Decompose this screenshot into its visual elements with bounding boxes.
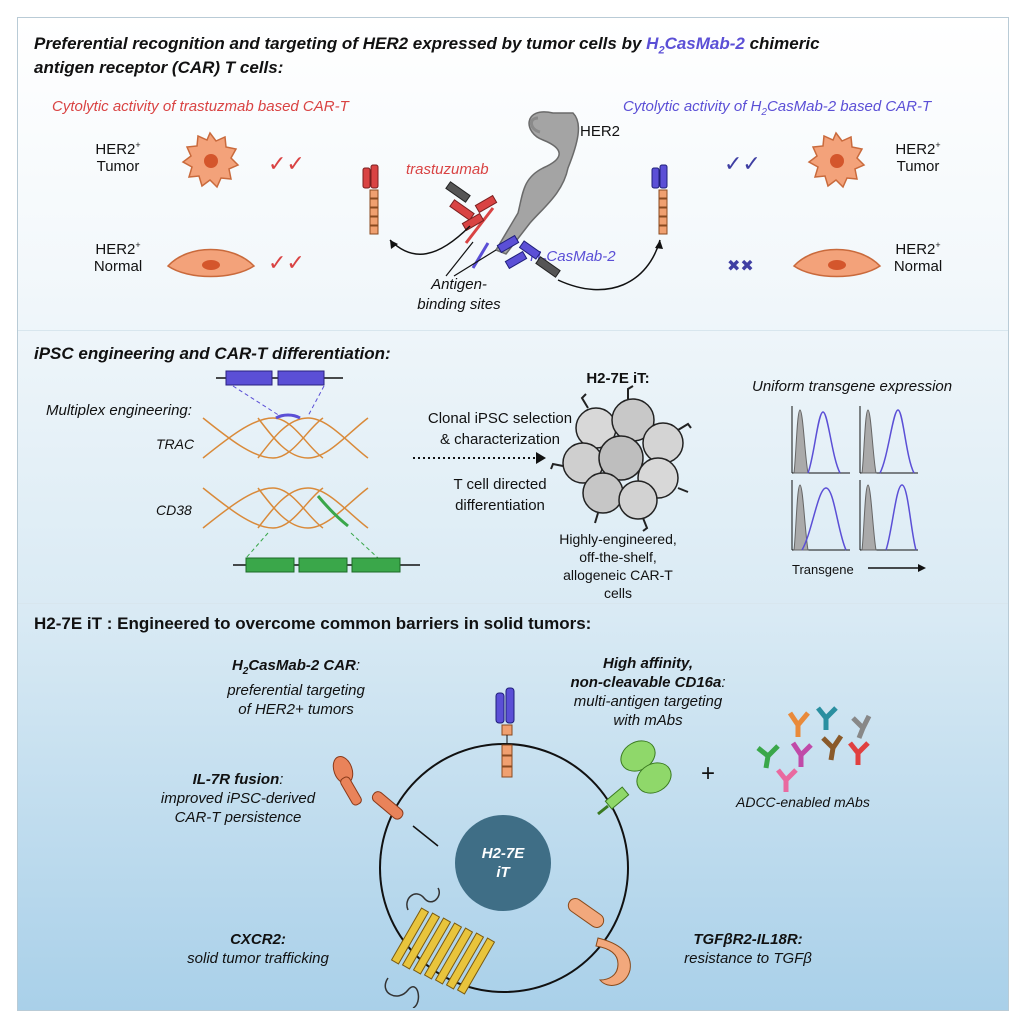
h2casmab-antibody-icon (496, 234, 561, 278)
plus-sign: + (701, 760, 716, 787)
trastuzumab-car-icon (362, 164, 379, 235)
panel1-graphics (166, 111, 882, 291)
her2-receptor-icon (464, 111, 580, 269)
ipsc-cell-cluster-icon (550, 385, 692, 532)
h2-7e-it-label: H2-7E iT: (586, 370, 650, 387)
trac-label: TRAC (156, 436, 195, 452)
title-h2casmab: H2CasMab-2 (646, 34, 745, 57)
left-tumor-checks: ✓✓ (268, 151, 305, 176)
cxcr2-receptor-icon (384, 887, 496, 1008)
car-receptor-icon (495, 687, 515, 778)
panel2-graphics (202, 370, 926, 573)
right-her2-normal-label: HER2+Normal (893, 240, 943, 275)
histogram-2 (859, 406, 918, 474)
figure-title-line2: antigen receptor (CAR) T cells: (34, 58, 284, 77)
histogram-4 (859, 480, 918, 551)
histogram-3 (791, 480, 850, 551)
trastuzumab-antibody-icon (445, 181, 498, 232)
tcell-membrane (379, 743, 629, 993)
cd38-locus (202, 487, 369, 529)
right-normal-cell (792, 248, 882, 278)
right-arrow (557, 239, 661, 291)
histogram-grid (791, 406, 926, 572)
pointer-line-1 (445, 241, 474, 277)
cd16a-feature-label: High affinity,non-cleavable CD16a:multi-… (570, 655, 726, 729)
cd16a-receptor-icon (597, 740, 672, 816)
right-her2-tumor-label: HER2+Tumor (895, 140, 941, 175)
left-her2-tumor-label: HER2+Tumor (95, 140, 141, 175)
transgene-axis-label: Transgene (792, 562, 854, 577)
adcc-mab-cluster-icon (756, 706, 872, 792)
left-normal-checks: ✓✓ (268, 250, 305, 275)
tgfbr2-il18r-receptor-icon (567, 898, 631, 986)
il7r-receptor-icon (332, 755, 439, 847)
her2-label: HER2 (580, 123, 621, 140)
figure-title-line1: Preferential recognition and targeting o… (34, 34, 820, 57)
cxcr2-feature-label: CXCR2:solid tumor trafficking (187, 931, 329, 967)
h2-7e-description: Highly-engineered,off-the-shelf,allogene… (559, 531, 677, 601)
panel3-graphics (332, 687, 872, 1008)
right-tumor-checks: ✓✓ (724, 151, 761, 176)
histogram-1 (791, 406, 850, 474)
trastuzumab-heading: Cytolytic activity of trastuzmab based C… (52, 98, 349, 115)
left-tumor-cell (181, 131, 240, 189)
panel2-heading: iPSC engineering and CAR-T differentiati… (34, 344, 391, 363)
antigen-binding-sites-label: Antigen-binding sites (417, 276, 501, 313)
green-transgene-cassette (233, 532, 420, 573)
panel3-heading: H2-7E iT : Engineered to overcome common… (34, 614, 592, 633)
trastuzumab-label: trastuzumab (406, 161, 489, 178)
h2casmab-heading: Cytolytic activity of H2CasMab-2 based C… (623, 98, 932, 118)
clonal-selection-label: Clonal iPSC selection& characterization (427, 410, 573, 448)
trac-locus (202, 413, 369, 459)
blue-transgene-cassette (216, 370, 343, 417)
h2casmab-car-icon (651, 164, 668, 235)
left-her2-normal-label: HER2+Normal (93, 240, 143, 275)
left-normal-cell (166, 248, 256, 278)
tcell-nucleus (455, 815, 551, 911)
tgfbr2-feature-label: TGFβR2-IL18R:resistance to TGFβ (684, 931, 812, 967)
pointer-line-2 (453, 249, 497, 277)
multiplex-label: Multiplex engineering: (46, 402, 192, 419)
cd38-label: CD38 (156, 502, 192, 518)
figure-frame: Preferential recognition and targeting o… (17, 17, 1009, 1011)
right-normal-crosses: ✖✖ (727, 258, 754, 275)
right-tumor-cell (807, 131, 866, 189)
uniform-expression-heading: Uniform transgene expression (752, 378, 953, 395)
adcc-mabs-label: ADCC-enabled mAbs (736, 794, 870, 810)
left-arrow (389, 225, 471, 255)
